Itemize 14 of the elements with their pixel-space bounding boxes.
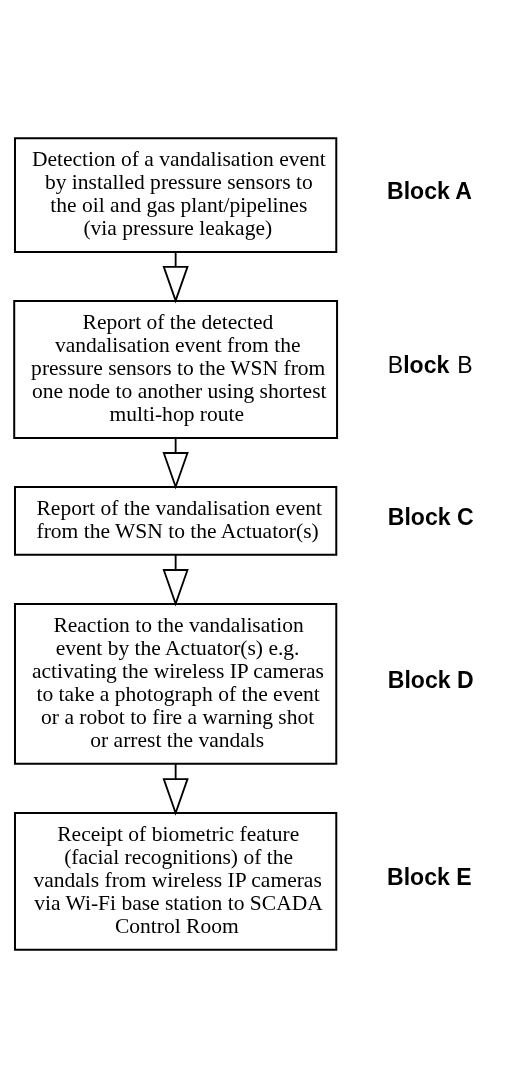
node-box: Detection of a vandalisation event by installed pressure sensors to the oil and gas plant/pipelines (via pressure leakage) [14,137,338,253]
node-label: Block C [387,503,474,530]
node-label: Block D [387,666,474,693]
node-box: Report of the detected vandalisation event from the pressure sensors to the WSN from one node to another using shortest multi-hop route [13,300,339,439]
arrow [162,763,189,816]
node-label: Block B [387,352,473,379]
node-box: Report of the vandalisation event from the WSN to the Actuator(s) [14,486,338,556]
node-label: Block E [387,864,472,891]
arrow [162,251,189,304]
node-box: Reaction to the vandalisation event by the Actuator(s) e.g. activating the wireless IP cameras to take a photograph of the event or a robot to fire a warning shot or arrest the vandals [14,602,338,765]
node-box: Receipt of biometric feature (facial recognitions) of the vandals from wireless IP cameras via Wi-Fi base station to SCADA Control Room [14,812,338,951]
arrow [162,553,189,607]
arrow [162,437,189,490]
node-label: Block A [387,177,472,204]
